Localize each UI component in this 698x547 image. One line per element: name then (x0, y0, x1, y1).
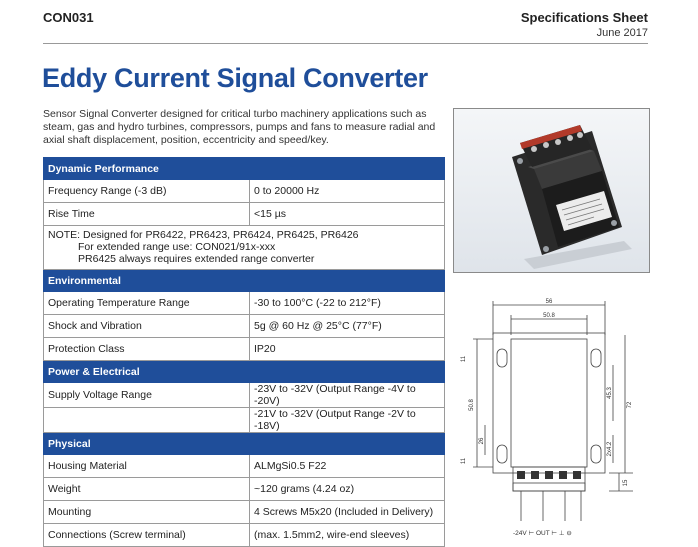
header-divider (43, 43, 648, 44)
spec-label: Rise Time (43, 202, 250, 226)
table-row: Operating Temperature Range -30 to 100°C… (43, 291, 445, 315)
spec-label: Frequency Range (-3 dB) (43, 179, 250, 203)
intro-paragraph: Sensor Signal Converter designed for cri… (43, 108, 436, 146)
dim-height-body: 50.8 (469, 399, 475, 411)
converter-illustration (454, 109, 649, 272)
note-row: NOTE: Designed for PR6422, PR6423, PR642… (43, 225, 445, 270)
dim-terminal-depth: 15 (623, 479, 629, 486)
section-heading: Physical (43, 432, 445, 455)
table-row: Connections (Screw terminal) (max. 1.5mm… (43, 523, 445, 547)
spec-value: 4 Screws M5x20 (Included in Delivery) (249, 500, 445, 524)
sheet-type: Specifications Sheet (520, 10, 648, 25)
spec-label-empty (43, 407, 250, 433)
sheet-date: June 2017 (596, 27, 648, 39)
table-row: Weight ~120 grams (4.24 oz) (43, 477, 445, 501)
section-heading: Dynamic Performance (43, 157, 445, 180)
table-row: Supply Voltage Range -23V to -32V (Outpu… (43, 382, 445, 408)
document-code: CON031 (43, 10, 94, 25)
spec-label: Weight (43, 477, 250, 501)
spec-value: 0 to 20000 Hz (249, 179, 445, 203)
spec-value: -21V to -32V (Output Range -2V to -18V) (249, 407, 445, 433)
spec-value: <15 µs (249, 202, 445, 226)
spec-label: Connections (Screw terminal) (43, 523, 250, 547)
spec-value: -23V to -32V (Output Range -4V to -20V) (249, 382, 445, 408)
dim-slot-upper: 45.3 (607, 387, 613, 399)
dim-height-overall: 72 (627, 401, 633, 408)
dim-hole-bottom: 11 (461, 457, 467, 464)
section-physical: Physical (43, 432, 445, 455)
dim-width-body: 50.8 (543, 313, 555, 319)
dim-hole-top: 11 (461, 355, 467, 362)
dimension-drawing: 56 50.8 11 50.8 26 11 45.3 2x4.2 72 15 -… (461, 299, 633, 537)
spec-label: Housing Material (43, 454, 250, 478)
spec-value: -30 to 100°C (-22 to 212°F) (249, 291, 445, 315)
section-heading: Environmental (43, 269, 445, 292)
spec-label: Operating Temperature Range (43, 291, 250, 315)
dim-width-overall: 56 (546, 299, 553, 305)
section-dynamic-performance: Dynamic Performance (43, 157, 445, 180)
table-row: Rise Time <15 µs (43, 202, 445, 226)
section-power-electrical: Power & Electrical (43, 360, 445, 383)
terminal-labels: -24V ⊢ OUT ⊢ ⊥ ⊖ (513, 530, 572, 537)
spec-label: Supply Voltage Range (43, 382, 250, 408)
spec-label: Protection Class (43, 337, 250, 361)
product-photo (453, 108, 650, 273)
table-row: Shock and Vibration 5g @ 60 Hz @ 25°C (7… (43, 314, 445, 338)
note-line: For extended range use: CON021/91x-xxx (78, 241, 276, 253)
spec-value: 5g @ 60 Hz @ 25°C (77°F) (249, 314, 445, 338)
spec-label: Mounting (43, 500, 250, 524)
spec-table: Dynamic Performance Frequency Range (-3 … (43, 157, 445, 547)
table-row: Housing Material ALMgSi0.5 F22 (43, 454, 445, 478)
dim-slot-lower: 2x4.2 (607, 441, 613, 456)
section-environmental: Environmental (43, 269, 445, 292)
note-line: PR6425 always requires extended range co… (78, 253, 315, 265)
page-title: Eddy Current Signal Converter (42, 63, 428, 93)
section-heading: Power & Electrical (43, 360, 445, 383)
spec-value: (max. 1.5mm2, wire-end sleeves) (249, 523, 445, 547)
spec-value: ALMgSi0.5 F22 (249, 454, 445, 478)
dim-hole-span: 26 (479, 437, 485, 444)
spec-value: IP20 (249, 337, 445, 361)
table-row: Frequency Range (-3 dB) 0 to 20000 Hz (43, 179, 445, 203)
note-line: NOTE: Designed for PR6422, PR6423, PR642… (48, 229, 359, 241)
spec-label: Shock and Vibration (43, 314, 250, 338)
table-row: Mounting 4 Screws M5x20 (Included in Del… (43, 500, 445, 524)
table-row: -21V to -32V (Output Range -2V to -18V) (43, 407, 445, 433)
note-cell: NOTE: Designed for PR6422, PR6423, PR642… (43, 225, 445, 270)
table-row: Protection Class IP20 (43, 337, 445, 361)
spec-value: ~120 grams (4.24 oz) (249, 477, 445, 501)
